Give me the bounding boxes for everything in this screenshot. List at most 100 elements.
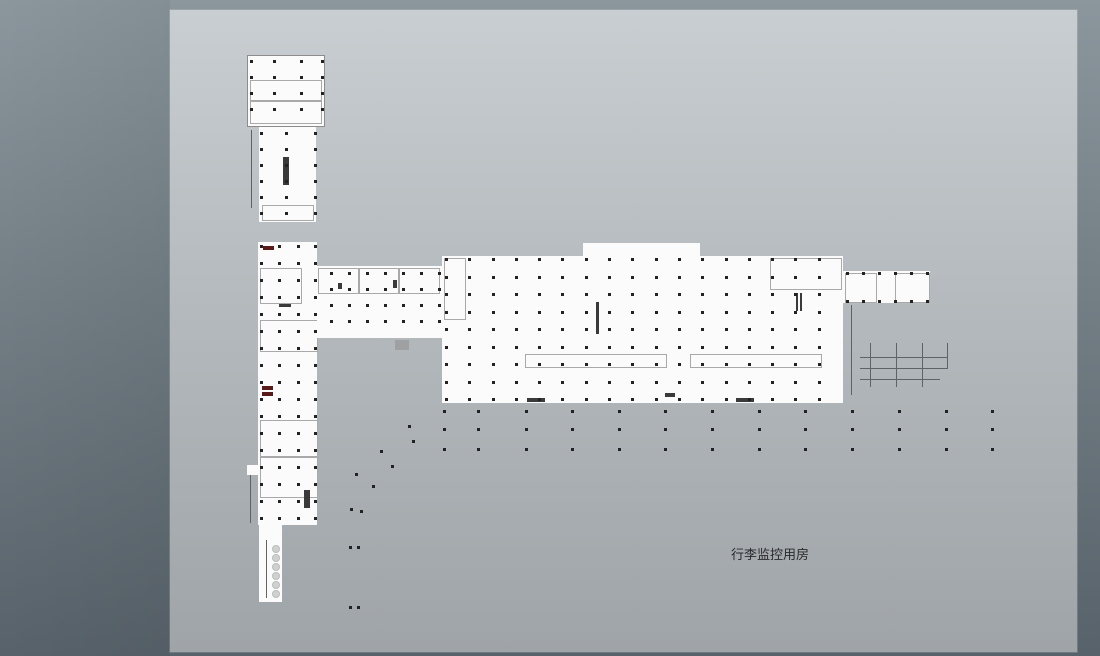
structural-column <box>945 428 948 431</box>
fixture <box>272 563 280 571</box>
north-room <box>250 100 322 124</box>
structural-column <box>380 450 383 453</box>
counter <box>736 398 754 402</box>
equipment-red <box>262 386 273 390</box>
structural-column <box>297 279 300 282</box>
structural-column <box>402 304 405 307</box>
structural-column <box>794 346 797 349</box>
connector-room <box>398 268 440 294</box>
structural-column <box>991 410 994 413</box>
structural-column <box>631 276 634 279</box>
structural-column <box>321 92 324 95</box>
structural-column <box>678 328 681 331</box>
structural-column <box>300 76 303 79</box>
structural-column <box>443 410 446 413</box>
structural-column <box>538 346 541 349</box>
structural-column <box>260 483 263 486</box>
structural-column <box>771 311 774 314</box>
structural-column <box>571 410 574 413</box>
structural-column <box>321 108 324 111</box>
structural-column <box>608 328 611 331</box>
structural-column <box>748 398 751 401</box>
parking-line <box>896 343 897 387</box>
structural-column <box>348 272 351 275</box>
structural-column <box>314 296 317 299</box>
structural-column <box>468 346 471 349</box>
structural-column <box>711 428 714 431</box>
structural-column <box>945 410 948 413</box>
structural-column <box>771 363 774 366</box>
structural-column <box>260 432 263 435</box>
structural-column <box>804 410 807 413</box>
structural-column <box>725 363 728 366</box>
structural-column <box>585 398 588 401</box>
structural-column <box>285 148 288 151</box>
structural-column <box>748 258 751 261</box>
structural-column <box>260 330 263 333</box>
structural-column <box>862 272 865 275</box>
structural-column <box>538 381 541 384</box>
structural-column <box>278 432 281 435</box>
structural-column <box>538 311 541 314</box>
structural-column <box>608 258 611 261</box>
structural-column <box>608 311 611 314</box>
check-in-row <box>525 354 667 368</box>
fixture <box>272 554 280 562</box>
structural-column <box>260 245 263 248</box>
north-wing-outline <box>247 55 325 127</box>
structural-column <box>561 363 564 366</box>
structural-column <box>878 272 881 275</box>
structural-column <box>297 262 300 265</box>
stair <box>279 304 291 307</box>
structural-column <box>631 311 634 314</box>
structural-column <box>851 410 854 413</box>
structural-column <box>366 304 369 307</box>
structural-column <box>443 428 446 431</box>
structural-column <box>818 398 821 401</box>
structural-column <box>608 276 611 279</box>
structural-column <box>260 449 263 452</box>
structural-column <box>250 108 253 111</box>
structural-column <box>748 311 751 314</box>
structural-column <box>297 296 300 299</box>
structural-column <box>438 272 441 275</box>
structural-column <box>297 466 300 469</box>
structural-column <box>420 304 423 307</box>
structural-column <box>561 258 564 261</box>
structural-column <box>357 606 360 609</box>
hall-room <box>444 258 466 320</box>
structural-column <box>445 276 448 279</box>
structural-column <box>618 448 621 451</box>
structural-column <box>525 410 528 413</box>
north-room <box>250 80 322 102</box>
structural-column <box>515 258 518 261</box>
connector-room <box>358 268 400 294</box>
structural-column <box>771 398 774 401</box>
structural-column <box>748 293 751 296</box>
structural-column <box>260 212 263 215</box>
escalator <box>800 293 802 311</box>
structural-column <box>300 108 303 111</box>
structural-column <box>771 293 774 296</box>
structural-column <box>664 410 667 413</box>
structural-column <box>402 320 405 323</box>
structural-column <box>372 485 375 488</box>
structural-column <box>818 293 821 296</box>
structural-column <box>608 363 611 366</box>
structural-column <box>314 449 317 452</box>
structural-column <box>349 546 352 549</box>
escalator <box>796 293 798 311</box>
structural-column <box>260 466 263 469</box>
structural-column <box>321 76 324 79</box>
fixture <box>272 572 280 580</box>
structural-column <box>297 330 300 333</box>
structural-column <box>515 398 518 401</box>
fixture <box>272 590 280 598</box>
structural-column <box>273 92 276 95</box>
structural-column <box>348 288 351 291</box>
structural-column <box>468 311 471 314</box>
structural-column <box>631 381 634 384</box>
parking-line <box>947 343 948 369</box>
structural-column <box>297 517 300 520</box>
